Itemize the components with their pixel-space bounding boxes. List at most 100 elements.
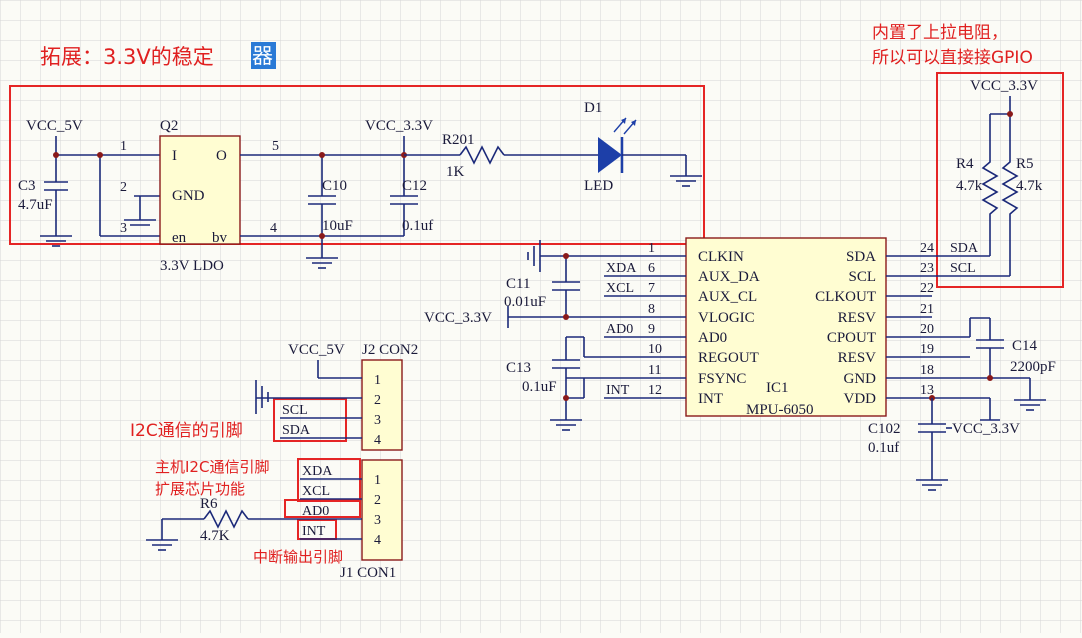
ic-pin-name: CLKOUT	[815, 289, 876, 305]
ic-net-label: SDA	[950, 241, 979, 256]
led-icon	[598, 137, 622, 173]
j1-pin-num: 2	[374, 493, 381, 508]
ic-pin-name: VLOGIC	[698, 310, 755, 326]
ic-net-label: AD0	[606, 322, 633, 337]
ldo-body	[159, 135, 241, 245]
ic-pin-name: CPOUT	[827, 330, 876, 346]
ic-pin-num: 7	[648, 281, 655, 296]
mpu6050-circuit: IC1 MPU-6050 1CLKIN6AUX_DAXDA7AUX_CLXCL8…	[424, 78, 1056, 491]
ldo-pin5-num: 5	[272, 139, 279, 154]
c11-value: 0.01uF	[504, 294, 546, 310]
vcc33-label-pullup: VCC_3.3V	[970, 78, 1038, 94]
vcc5-label-j2: VCC_5V	[288, 342, 345, 358]
r4-ref: R4	[956, 156, 974, 172]
i2c-pins-annotation: I2C通信的引脚	[130, 421, 243, 441]
interrupt-annotation: 中断输出引脚	[253, 548, 343, 566]
ic-pin-name: CLKIN	[698, 249, 744, 265]
r201-value: 1K	[446, 164, 465, 180]
ic-pin-name: INT	[698, 391, 723, 407]
ldo-pin-en: en	[172, 230, 187, 246]
ic-pin-num: 18	[920, 363, 934, 378]
led-ref: D1	[584, 100, 602, 116]
c11-ref: C11	[506, 276, 530, 292]
r6-value: 4.7K	[200, 528, 230, 544]
r4-value: 4.7k	[956, 178, 983, 194]
j2-pin-num: 3	[374, 413, 381, 428]
pullup-annotation-line2: 所以可以直接接GPIO	[872, 48, 1033, 68]
ic-pin-num: 10	[648, 342, 662, 357]
j2-pin-num: 4	[374, 433, 381, 448]
j2-label: J2 CON2	[362, 342, 418, 358]
ic-pin-num: 23	[920, 261, 934, 276]
c10-value: 10uF	[322, 218, 353, 234]
c10-ref: C10	[322, 178, 347, 194]
j1-label: J1 CON1	[340, 565, 396, 581]
r201-ref: R201	[442, 132, 475, 148]
ic-pin-num: 20	[920, 322, 934, 337]
mpu6050-body	[685, 237, 887, 417]
c102-ref: C102	[868, 421, 901, 437]
pullup-annotation-line1: 内置了上拉电阻，	[872, 23, 1008, 43]
ic-net-label: XCL	[606, 281, 634, 296]
ic-pin-num: 12	[648, 383, 662, 398]
master-i2c-annotation-line2: 扩展芯片功能	[155, 480, 245, 498]
j1-pin-num: 1	[374, 473, 381, 488]
ic-pin-num: 11	[648, 363, 661, 378]
r6-ref: R6	[200, 496, 218, 512]
j2-pin-num: 2	[374, 393, 381, 408]
ic-pin-num: 8	[648, 302, 655, 317]
j1-pin-num: 4	[374, 533, 381, 548]
ic-pin-name: SCL	[848, 269, 876, 285]
c3-ref: C3	[18, 178, 36, 194]
j1-pin-num: 3	[374, 513, 381, 528]
ldo-pin3-num: 3	[120, 221, 127, 236]
ad0-highlight-box	[284, 499, 361, 518]
j1-net-xda: XDA	[302, 464, 333, 479]
i2c-pins-highlight-box	[273, 398, 347, 442]
ic-pin-name: VDD	[844, 391, 877, 407]
ic-pin-num: 19	[920, 342, 934, 357]
ic-pin-name: RESV	[838, 350, 877, 366]
j1-net-xcl: XCL	[302, 484, 330, 499]
vcc33-label-ldo: VCC_3.3V	[365, 118, 433, 134]
j2-net-sda: SDA	[282, 423, 311, 438]
ic-pin-name: GND	[844, 371, 877, 387]
ic-pin-name: RESV	[838, 310, 877, 326]
ldo-value: 3.3V LDO	[160, 258, 224, 274]
ic-pin-name: FSYNC	[698, 371, 746, 387]
ldo-pin-i: I	[172, 148, 177, 164]
ldo-pin-gnd: GND	[172, 188, 205, 204]
ic-pin-num: 24	[920, 241, 934, 256]
led-value: LED	[584, 178, 613, 194]
ic-pin-name: AUX_DA	[698, 269, 760, 285]
ic-pin-num: 13	[920, 383, 934, 398]
ic-pin-num: 1	[648, 241, 655, 256]
vcc33-label-vlogic: VCC_3.3V	[424, 310, 492, 326]
ic-pin-name: SDA	[846, 249, 876, 265]
j2-net-scl: SCL	[282, 403, 308, 418]
ic-pin-num: 21	[920, 302, 934, 317]
pullup-highlight-box	[936, 72, 1064, 288]
c13-ref: C13	[506, 360, 531, 376]
c14-value: 2200pF	[1010, 359, 1056, 375]
ldo-pin-bv: bv	[212, 230, 228, 246]
ldo-ref: Q2	[160, 118, 178, 134]
c102-value: 0.1uf	[868, 440, 899, 456]
ldo-pin-o: O	[216, 148, 227, 164]
vcc5-label: VCC_5V	[26, 118, 83, 134]
ic-value: MPU-6050	[746, 402, 814, 418]
title-annotation-highlighted-char: 器	[252, 44, 273, 68]
ic-pin-num: 9	[648, 322, 655, 337]
c13-value: 0.1uF	[522, 379, 557, 395]
ldo-pin4-num: 4	[270, 221, 277, 236]
c12-ref: C12	[402, 178, 427, 194]
j2-pin-num: 1	[374, 373, 381, 388]
j1-net-int: INT	[302, 524, 326, 539]
title-highlight	[251, 42, 276, 69]
ic-net-label: SCL	[950, 261, 976, 276]
ic-pin-name: AUX_CL	[698, 289, 757, 305]
ldo-circuit: VCC_5V C3 4.7uF 1 2 3 Q2 I O GND en bv 3…	[18, 100, 702, 274]
j2-body	[361, 359, 403, 451]
